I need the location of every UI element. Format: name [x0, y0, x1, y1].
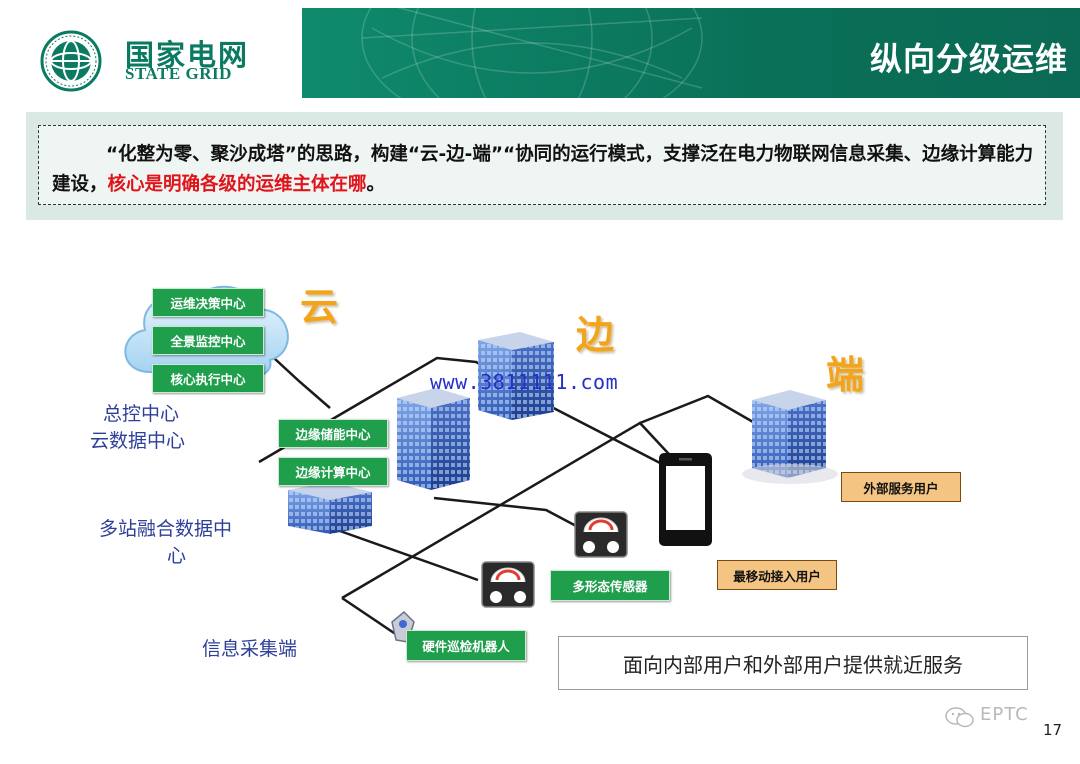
building-icon-end — [742, 390, 838, 484]
brand-watermark: EPTC — [980, 704, 1029, 725]
building-icon-station — [288, 482, 372, 534]
logo-chinese-name: 国家电网 — [125, 38, 250, 72]
end-box-robot: 硬件巡检机器人 — [406, 630, 526, 661]
smartphone-icon — [659, 453, 712, 546]
edge-box-computing: 边缘计算中心 — [278, 457, 388, 486]
end-box-external-user: 外部服务用户 — [841, 472, 961, 502]
intro-highlight-text: 核心是明确各级的运维主体在哪 — [107, 174, 367, 195]
watermark-url: www.3811111.com — [430, 370, 619, 394]
globe-pattern-decoration — [361, 8, 703, 98]
wechat-icon — [945, 707, 974, 728]
cloud-box-core-execution: 核心执行中心 — [152, 364, 264, 393]
logo-english-name: STATE GRID — [125, 64, 232, 83]
building-icon-edge-center — [397, 388, 470, 490]
tier-label-edge: 边 — [576, 313, 615, 357]
tier-label-end: 端 — [826, 353, 865, 397]
title-bar: 纵向分级运维 — [302, 8, 1080, 98]
label-info-collection: 信息采集端 — [202, 638, 298, 660]
label-control-center-line2: 云数据中心 — [90, 430, 186, 452]
service-note-text: 面向内部用户和外部用户提供就近服务 — [623, 652, 963, 677]
page-title: 纵向分级运维 — [869, 40, 1068, 78]
sensor-meter-icon-top — [574, 511, 628, 558]
page-number: 17 — [1043, 721, 1063, 739]
intro-text: “化整为零、聚沙成塔”的思路，构建“云-边-端”“协同的运行模式，支撑泛在电力物… — [52, 140, 1042, 200]
label-control-center-line1: 总控中心 — [103, 403, 180, 425]
label-multi-station-line1: 多站融合数据中 — [99, 518, 233, 540]
edge-box-storage: 边缘储能中心 — [278, 419, 388, 448]
cloud-box-ops-decision: 运维决策中心 — [152, 288, 264, 317]
intro-box — [38, 125, 1046, 205]
label-multi-station-line2: 心 — [167, 545, 187, 567]
end-box-mobile-user: 最移动接入用户 — [717, 560, 837, 590]
cloud-box-monitoring: 全景监控中心 — [152, 326, 264, 355]
end-box-sensor: 多形态传感器 — [550, 570, 670, 601]
state-grid-logo-icon — [40, 30, 102, 92]
intro-end-text: 。 — [366, 174, 386, 195]
building-icon-cloud-center — [478, 332, 554, 420]
sensor-meter-icon-bottom — [481, 561, 535, 608]
label-control-center: 总控中心 云数据中心 — [90, 401, 233, 455]
label-multi-station: 多站融合数据中 心 — [99, 516, 269, 570]
service-note-box: 面向内部用户和外部用户提供就近服务 — [558, 636, 1028, 690]
tier-label-cloud: 云 — [300, 285, 339, 329]
intro-main-text: “化整为零、聚沙成塔”的思路，构建“云-边-端”“协同的运行模式，支撑泛在电力物… — [52, 144, 1034, 195]
